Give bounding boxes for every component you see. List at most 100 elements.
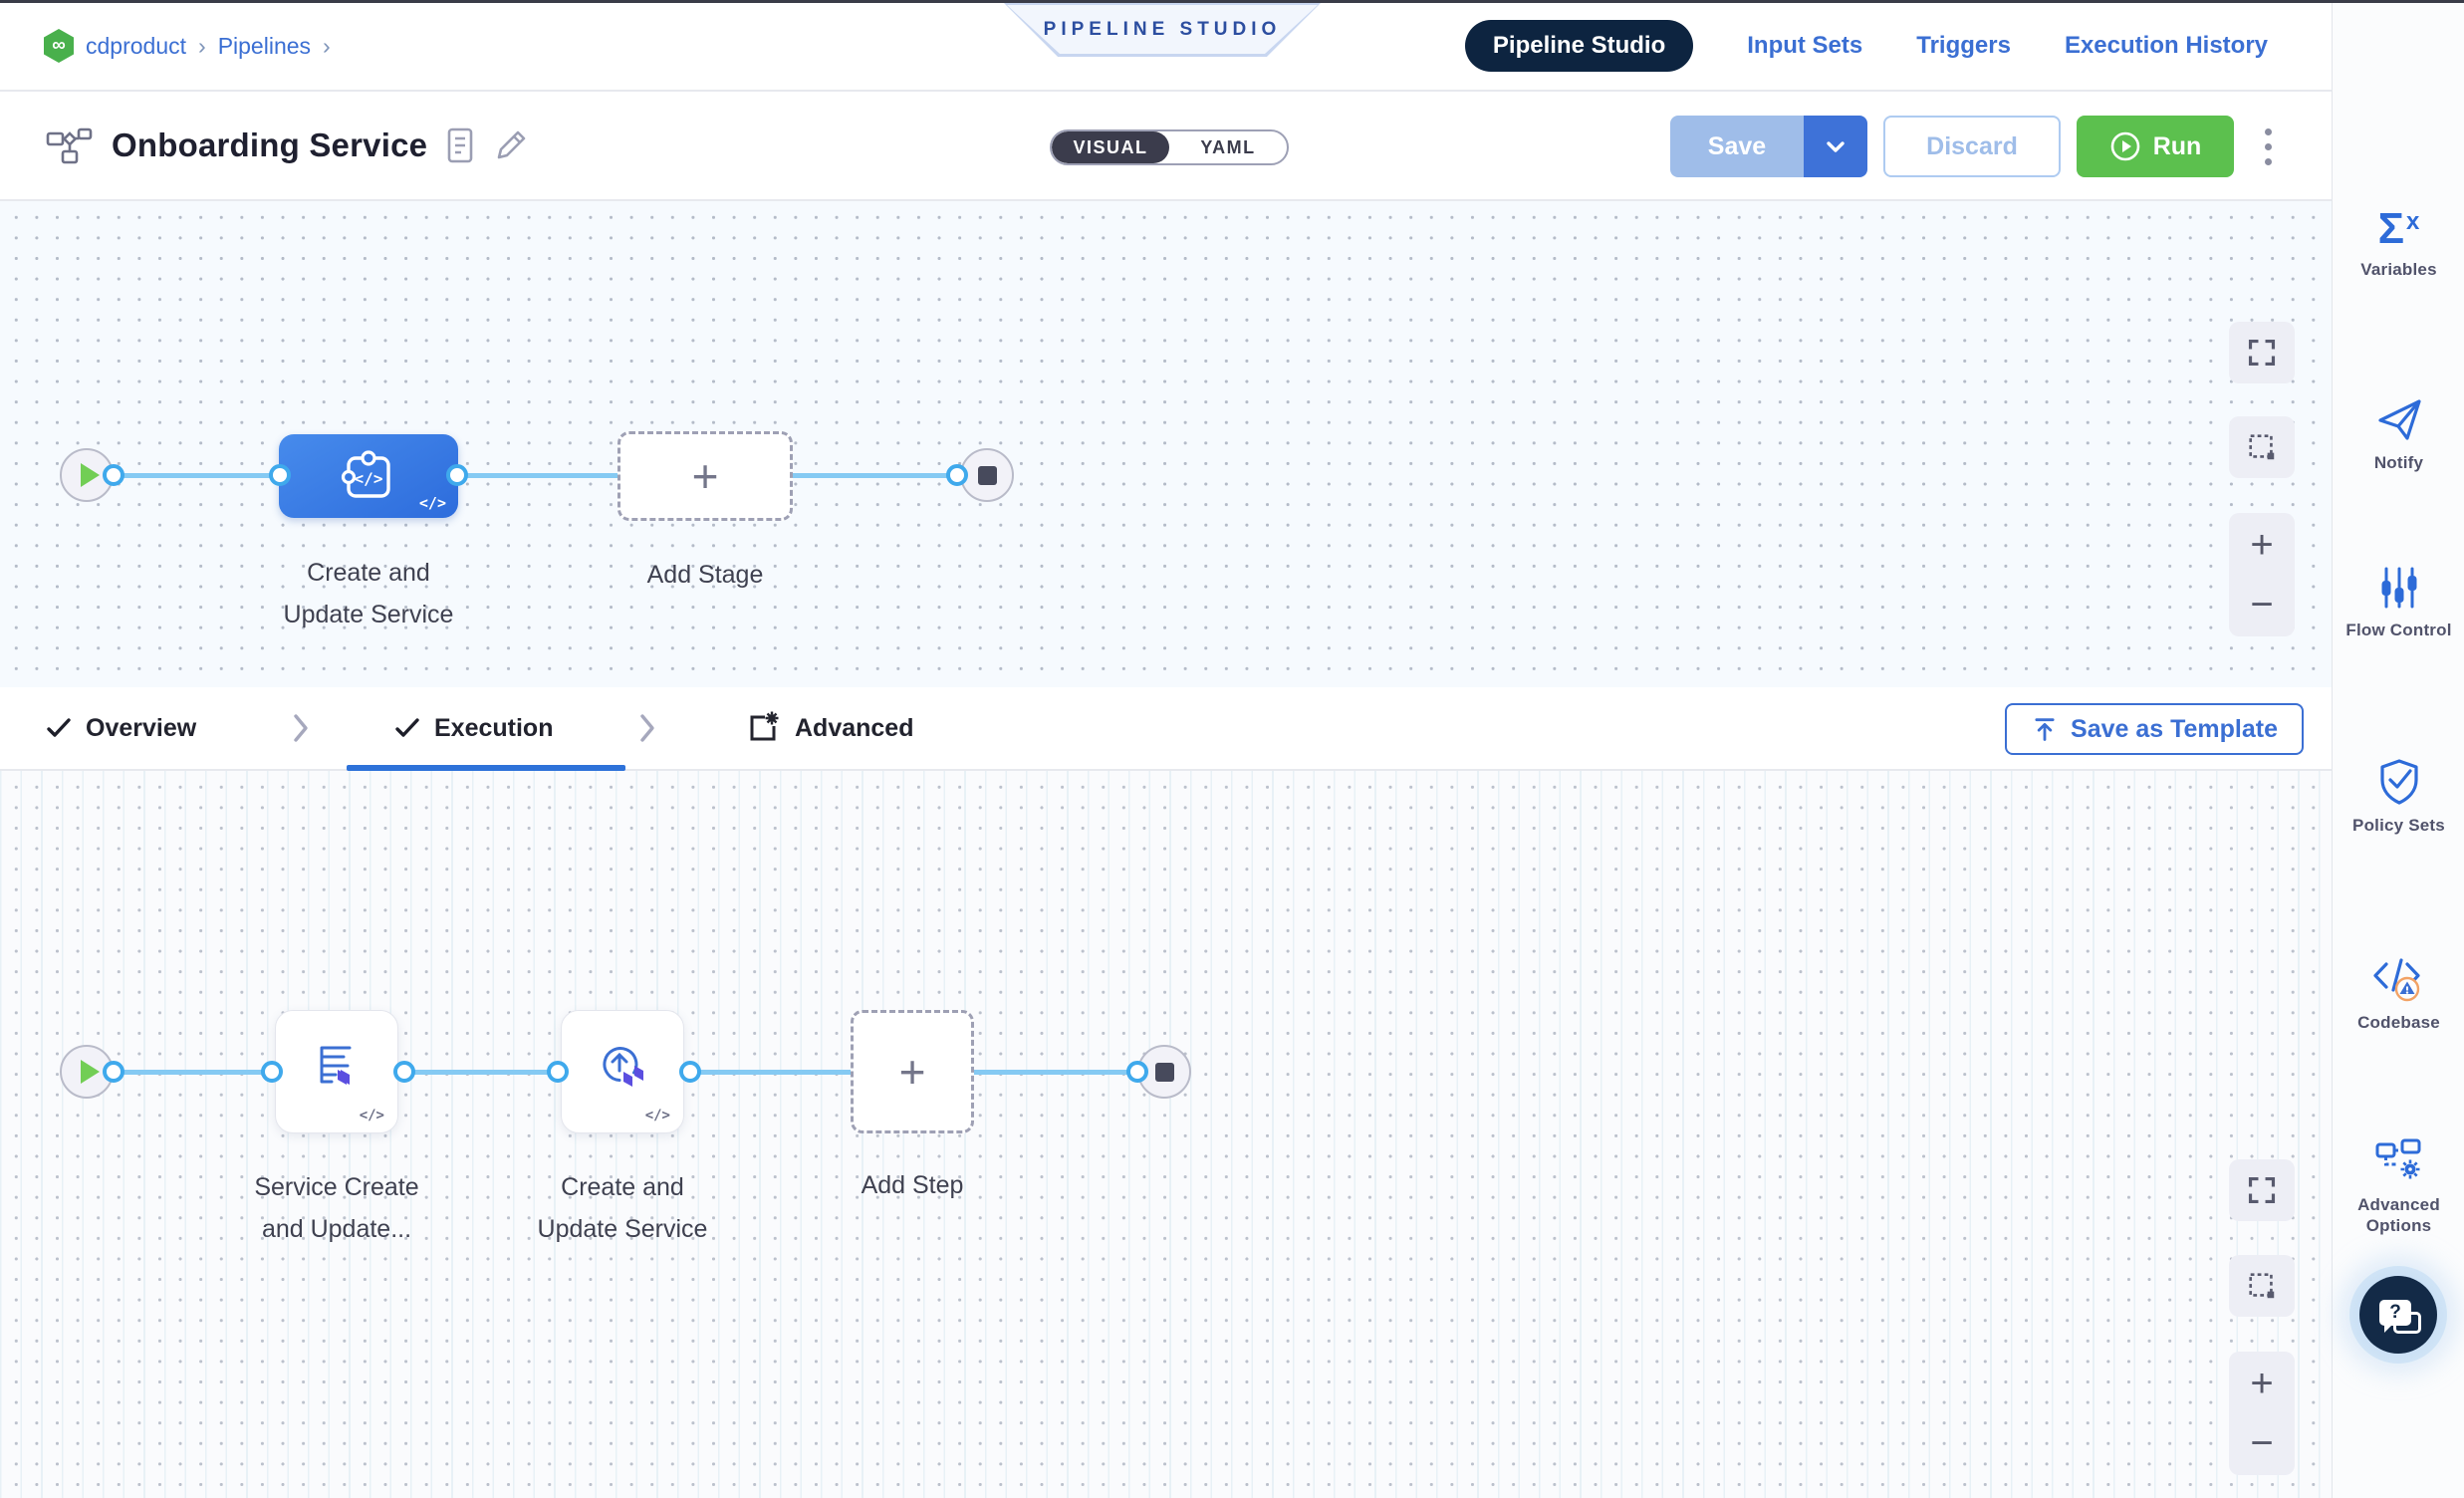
connector-port[interactable] xyxy=(946,464,968,486)
discard-button[interactable]: Discard xyxy=(1883,116,2061,177)
pipeline-stage-canvas[interactable]: </> </> + Create and Update Service Add … xyxy=(0,201,2332,687)
edit-pencil-icon[interactable] xyxy=(493,127,529,163)
help-chat-fab[interactable]: ? xyxy=(2359,1276,2437,1354)
breadcrumb: ∞ cdproduct › Pipelines › xyxy=(44,0,331,92)
sidebar-item-label: Flow Control xyxy=(2345,621,2452,639)
play-circle-icon xyxy=(2110,131,2139,161)
breadcrumb-separator-icon: › xyxy=(323,32,331,59)
connector-port[interactable] xyxy=(269,464,291,486)
run-label: Run xyxy=(2152,131,2202,160)
zoom-out-button[interactable]: − xyxy=(2250,583,2274,626)
plus-icon: + xyxy=(898,1046,926,1098)
connector-port[interactable] xyxy=(1126,1061,1148,1083)
execution-step-canvas[interactable]: </> </> xyxy=(0,771,2332,1498)
service-update-step-icon xyxy=(596,1040,649,1094)
pipeline-studio-ribbon: PIPELINE STUDIO xyxy=(1004,3,1321,57)
toggle-yaml[interactable]: YAML xyxy=(1200,136,1256,157)
sidebar-item-label: Notify xyxy=(2373,453,2424,472)
plus-icon: + xyxy=(691,450,719,502)
breadcrumb-separator-icon: › xyxy=(198,32,206,59)
sidebar-item-flow-control[interactable]: Flow Control xyxy=(2333,564,2464,640)
tab-execution[interactable]: Execution xyxy=(394,687,553,769)
canvas-fullscreen-button[interactable] xyxy=(2229,1159,2295,1221)
connector-port[interactable] xyxy=(393,1061,415,1083)
visual-yaml-toggle: VISUAL YAML xyxy=(1050,129,1289,165)
canvas-zoom-controls: + − xyxy=(2229,513,2295,636)
add-step-button[interactable]: + xyxy=(851,1010,974,1133)
main-column: ∞ cdproduct › Pipelines › PIPELINE STUDI… xyxy=(0,0,2332,1498)
edge-addstep-to-end xyxy=(974,1070,1139,1075)
sidebar-item-advanced-options[interactable]: Advanced Options xyxy=(2333,1136,2464,1236)
upload-icon xyxy=(2035,718,2055,741)
check-icon xyxy=(47,718,71,737)
top-header: ∞ cdproduct › Pipelines › PIPELINE STUDI… xyxy=(0,0,2332,92)
connector-port[interactable] xyxy=(103,464,124,486)
sidebar-item-codebase[interactable]: Codebase xyxy=(2333,956,2464,1033)
step-node-service-create-update[interactable]: </> xyxy=(275,1010,398,1133)
chat-question-icon: ? xyxy=(2379,1300,2421,1334)
tab-triggers[interactable]: Triggers xyxy=(1916,32,2011,59)
step-node-create-update-service[interactable]: </> xyxy=(561,1010,684,1133)
tab-separator-chevron-icon xyxy=(291,687,311,769)
tab-advanced[interactable]: Advanced xyxy=(745,687,913,769)
stop-icon xyxy=(1154,1062,1174,1082)
tab-execution-history[interactable]: Execution History xyxy=(2064,32,2268,59)
more-options-kebab-button[interactable] xyxy=(2250,116,2286,177)
pipeline-notes-icon[interactable] xyxy=(445,126,475,164)
stage-node-create-update-service[interactable]: </> </> xyxy=(279,434,458,518)
canvas-select-region-button[interactable] xyxy=(2229,416,2295,478)
sidebar-item-notify[interactable]: Notify xyxy=(2333,394,2464,473)
save-as-template-button[interactable]: Save as Template xyxy=(2005,703,2304,755)
sidebar-item-policy-sets[interactable]: Policy Sets xyxy=(2333,757,2464,836)
connector-port[interactable] xyxy=(261,1061,283,1083)
step2-label: Create and Update Service xyxy=(537,1173,708,1243)
zoom-in-button[interactable]: + xyxy=(2250,523,2274,567)
infinity-glyph: ∞ xyxy=(52,35,66,56)
breadcrumb-project-link[interactable]: cdproduct xyxy=(86,32,187,59)
edge-start-to-stage xyxy=(114,473,281,478)
tab-pipeline-studio[interactable]: Pipeline Studio xyxy=(1464,20,1694,72)
tab-overview[interactable]: Overview xyxy=(46,687,196,769)
canvas-select-region-button[interactable] xyxy=(2229,1255,2295,1317)
sidebar-item-label: Codebase xyxy=(2357,1013,2440,1032)
codebase-icon xyxy=(2372,958,2420,1002)
check-icon xyxy=(395,718,419,737)
toolbar-actions: Save Discard Run xyxy=(1670,116,2286,177)
zoom-out-button[interactable]: − xyxy=(2250,1421,2274,1465)
connector-port[interactable] xyxy=(103,1061,124,1083)
save-options-caret-button[interactable] xyxy=(1804,116,1867,177)
canvas-fullscreen-button[interactable] xyxy=(2229,322,2295,383)
active-tab-underline xyxy=(347,765,625,771)
yaml-code-badge: </> xyxy=(359,1108,384,1124)
connector-port[interactable] xyxy=(547,1061,569,1083)
play-icon xyxy=(80,463,100,487)
toggle-visual[interactable]: VISUAL xyxy=(1052,131,1169,163)
tab-advanced-label: Advanced xyxy=(795,713,914,742)
connector-port[interactable] xyxy=(446,464,468,486)
marquee-selection-icon xyxy=(2249,1273,2275,1299)
zoom-in-button[interactable]: + xyxy=(2250,1362,2274,1405)
breadcrumb-pipelines-link[interactable]: Pipelines xyxy=(217,32,312,59)
pipeline-end-node[interactable] xyxy=(960,448,1014,502)
save-button[interactable]: Save xyxy=(1670,116,1804,177)
service-manifest-step-icon xyxy=(310,1040,364,1094)
tab-overview-label: Overview xyxy=(86,713,197,742)
run-button[interactable]: Run xyxy=(2077,116,2234,177)
sidebar-item-label: Advanced Options xyxy=(2357,1195,2440,1235)
flow-control-sliders-icon xyxy=(2381,567,2416,609)
toolbar: Onboarding Service VISUAL YAML xyxy=(0,92,2332,201)
policy-shield-icon xyxy=(2379,759,2418,805)
pipeline-studio-ribbon-label: PIPELINE STUDIO xyxy=(1043,18,1282,40)
edge-addstage-to-end xyxy=(791,473,960,478)
connector-port[interactable] xyxy=(679,1061,701,1083)
tab-execution-label: Execution xyxy=(434,713,554,742)
stop-icon xyxy=(977,465,997,485)
fullscreen-icon xyxy=(2248,1176,2276,1204)
advanced-options-icon xyxy=(2375,1138,2420,1179)
edge-start-to-step1 xyxy=(114,1070,272,1075)
add-stage-button[interactable]: + xyxy=(617,431,793,521)
tab-input-sets[interactable]: Input Sets xyxy=(1747,32,1863,59)
